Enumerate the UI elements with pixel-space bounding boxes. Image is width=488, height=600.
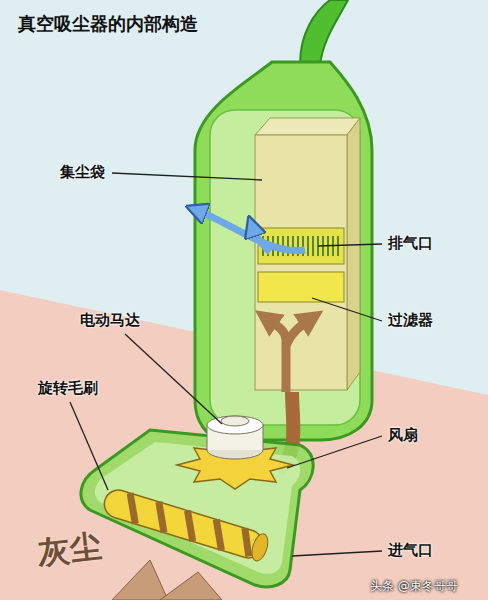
dust-label: 灰尘 xyxy=(36,527,104,571)
leader-line xyxy=(287,436,382,468)
rotating-brush xyxy=(101,487,271,563)
watermark: 头条 @東冬哥哥 xyxy=(370,578,458,594)
leader-line xyxy=(112,173,262,180)
dust-bag-top xyxy=(255,118,360,135)
base-window xyxy=(95,442,300,574)
part-label: 进气口 xyxy=(388,540,433,560)
diagram-title: 真空吸尘器的内部构造 xyxy=(18,12,198,36)
dust-bag-side xyxy=(347,118,360,390)
airflow-arrow xyxy=(286,318,312,345)
dust-bag xyxy=(255,135,347,390)
dust-pile xyxy=(160,572,222,600)
exhaust-arrow xyxy=(252,226,270,252)
part-label: 旋转毛刷 xyxy=(38,378,98,398)
leader-line xyxy=(318,244,382,246)
leader-line xyxy=(125,334,222,424)
part-label: 电动马达 xyxy=(80,310,140,330)
leader-line xyxy=(292,551,382,556)
dust-pile xyxy=(112,560,168,600)
part-label: 风扇 xyxy=(388,425,418,445)
filter xyxy=(258,272,344,302)
body-window xyxy=(210,110,360,425)
leader-line xyxy=(312,298,382,321)
leader-line xyxy=(70,402,108,490)
vacuum-body xyxy=(195,62,372,440)
part-label: 排气口 xyxy=(388,233,433,253)
airflow-arrow xyxy=(266,318,286,392)
part-label: 过滤器 xyxy=(388,310,433,330)
part-label: 集尘袋 xyxy=(60,162,105,182)
leader-lines xyxy=(70,173,382,556)
handle xyxy=(300,0,348,66)
motor xyxy=(221,416,249,426)
base-head xyxy=(81,430,313,587)
